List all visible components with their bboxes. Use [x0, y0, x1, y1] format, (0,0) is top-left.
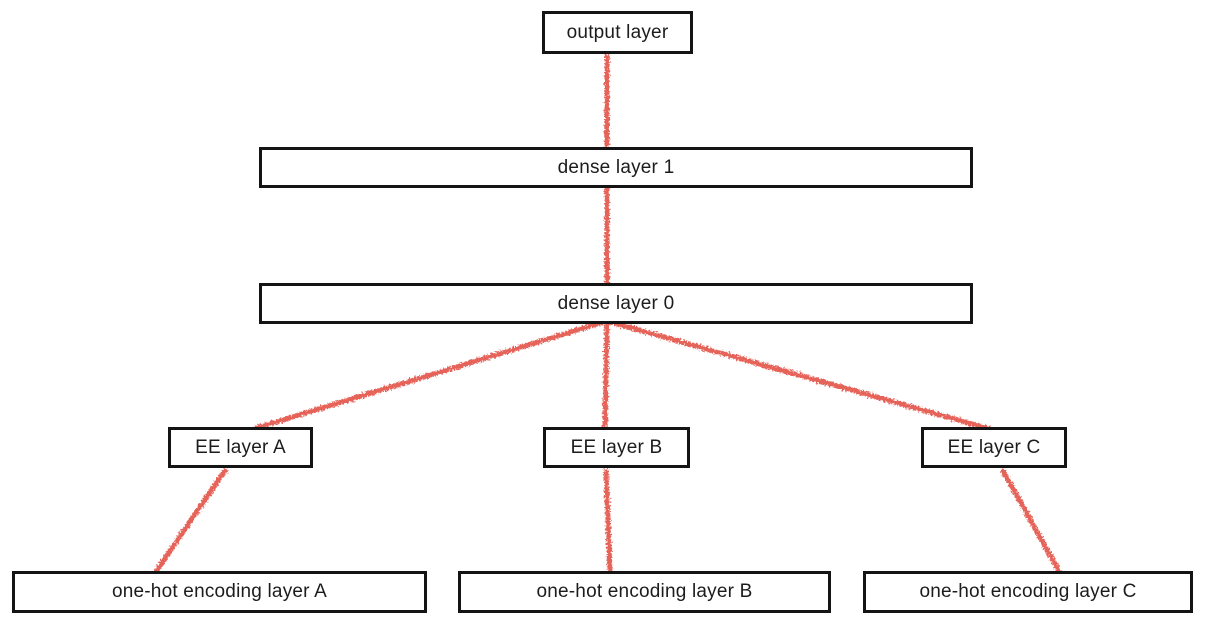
edge-onehot_layer_a-to-ee_layer_a [152, 467, 229, 575]
node-onehot-layer-c-label: one-hot encoding layer C [919, 581, 1137, 602]
node-onehot-layer-b-label: one-hot encoding layer B [536, 581, 753, 602]
node-ee-layer-a-label: EE layer A [195, 436, 286, 458]
edge-group [152, 54, 1063, 575]
node-dense-layer-0-label: dense layer 0 [557, 292, 675, 314]
edge-onehot_layer_b-to-ee_layer_b [603, 468, 613, 574]
node-output-layer: output layer [542, 11, 693, 54]
edge-onehot_layer_c-to-ee_layer_c [999, 467, 1063, 575]
node-ee-layer-b-label: EE layer B [570, 436, 663, 458]
node-onehot-layer-a-label: one-hot encoding layer A [111, 581, 327, 602]
node-dense-layer-0: dense layer 0 [259, 283, 973, 324]
edge-ee_layer_a-to-dense_layer_0 [252, 318, 608, 432]
node-output-layer-label: output layer [566, 21, 669, 43]
edge-ee_layer_b-to-dense_layer_0 [602, 320, 610, 429]
node-ee-layer-b: EE layer B [543, 427, 690, 468]
node-onehot-layer-b: one-hot encoding layer B [458, 571, 831, 613]
node-onehot-layer-a: one-hot encoding layer A [12, 571, 427, 613]
node-ee-layer-c-label: EE layer C [947, 436, 1041, 458]
node-dense-layer-1: dense layer 1 [259, 147, 973, 188]
edge-ee_layer_c-to-dense_layer_0 [606, 318, 991, 432]
node-ee-layer-c: EE layer C [921, 427, 1067, 468]
node-onehot-layer-c: one-hot encoding layer C [863, 571, 1193, 613]
node-dense-layer-1-label: dense layer 1 [557, 156, 675, 178]
node-ee-layer-a: EE layer A [168, 427, 313, 468]
